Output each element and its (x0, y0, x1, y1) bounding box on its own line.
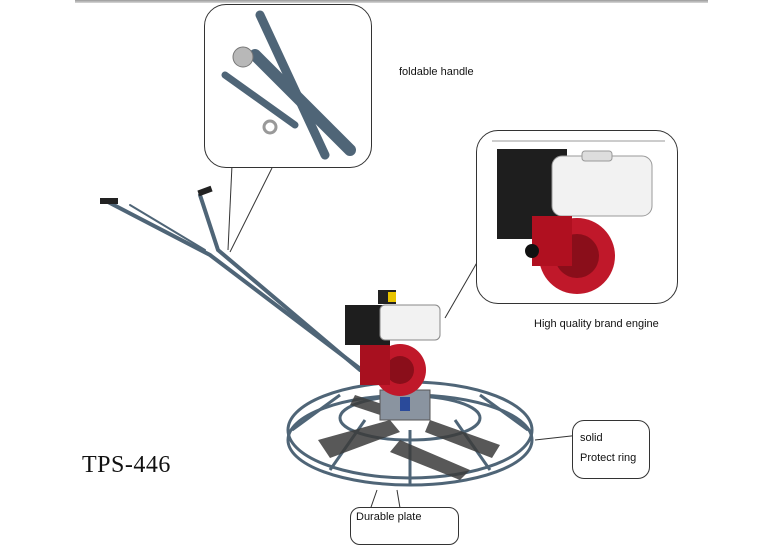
protect-ring-label-line2: Protect ring (580, 452, 637, 464)
grip-left (100, 198, 118, 204)
top-divider (75, 0, 708, 3)
durable-plate-callout (350, 507, 459, 545)
durable-plate-label: Durable plate (356, 511, 422, 523)
protect-ring-label-line1: solid (580, 432, 603, 444)
engine-label: High quality brand engine (534, 318, 659, 330)
handle-detail-callout (204, 4, 372, 168)
engine-detail-callout (476, 130, 678, 304)
protect-ring-callout (572, 420, 650, 479)
model-number: TPS-446 (82, 452, 171, 478)
foldable-handle-label: foldable handle (399, 66, 474, 78)
